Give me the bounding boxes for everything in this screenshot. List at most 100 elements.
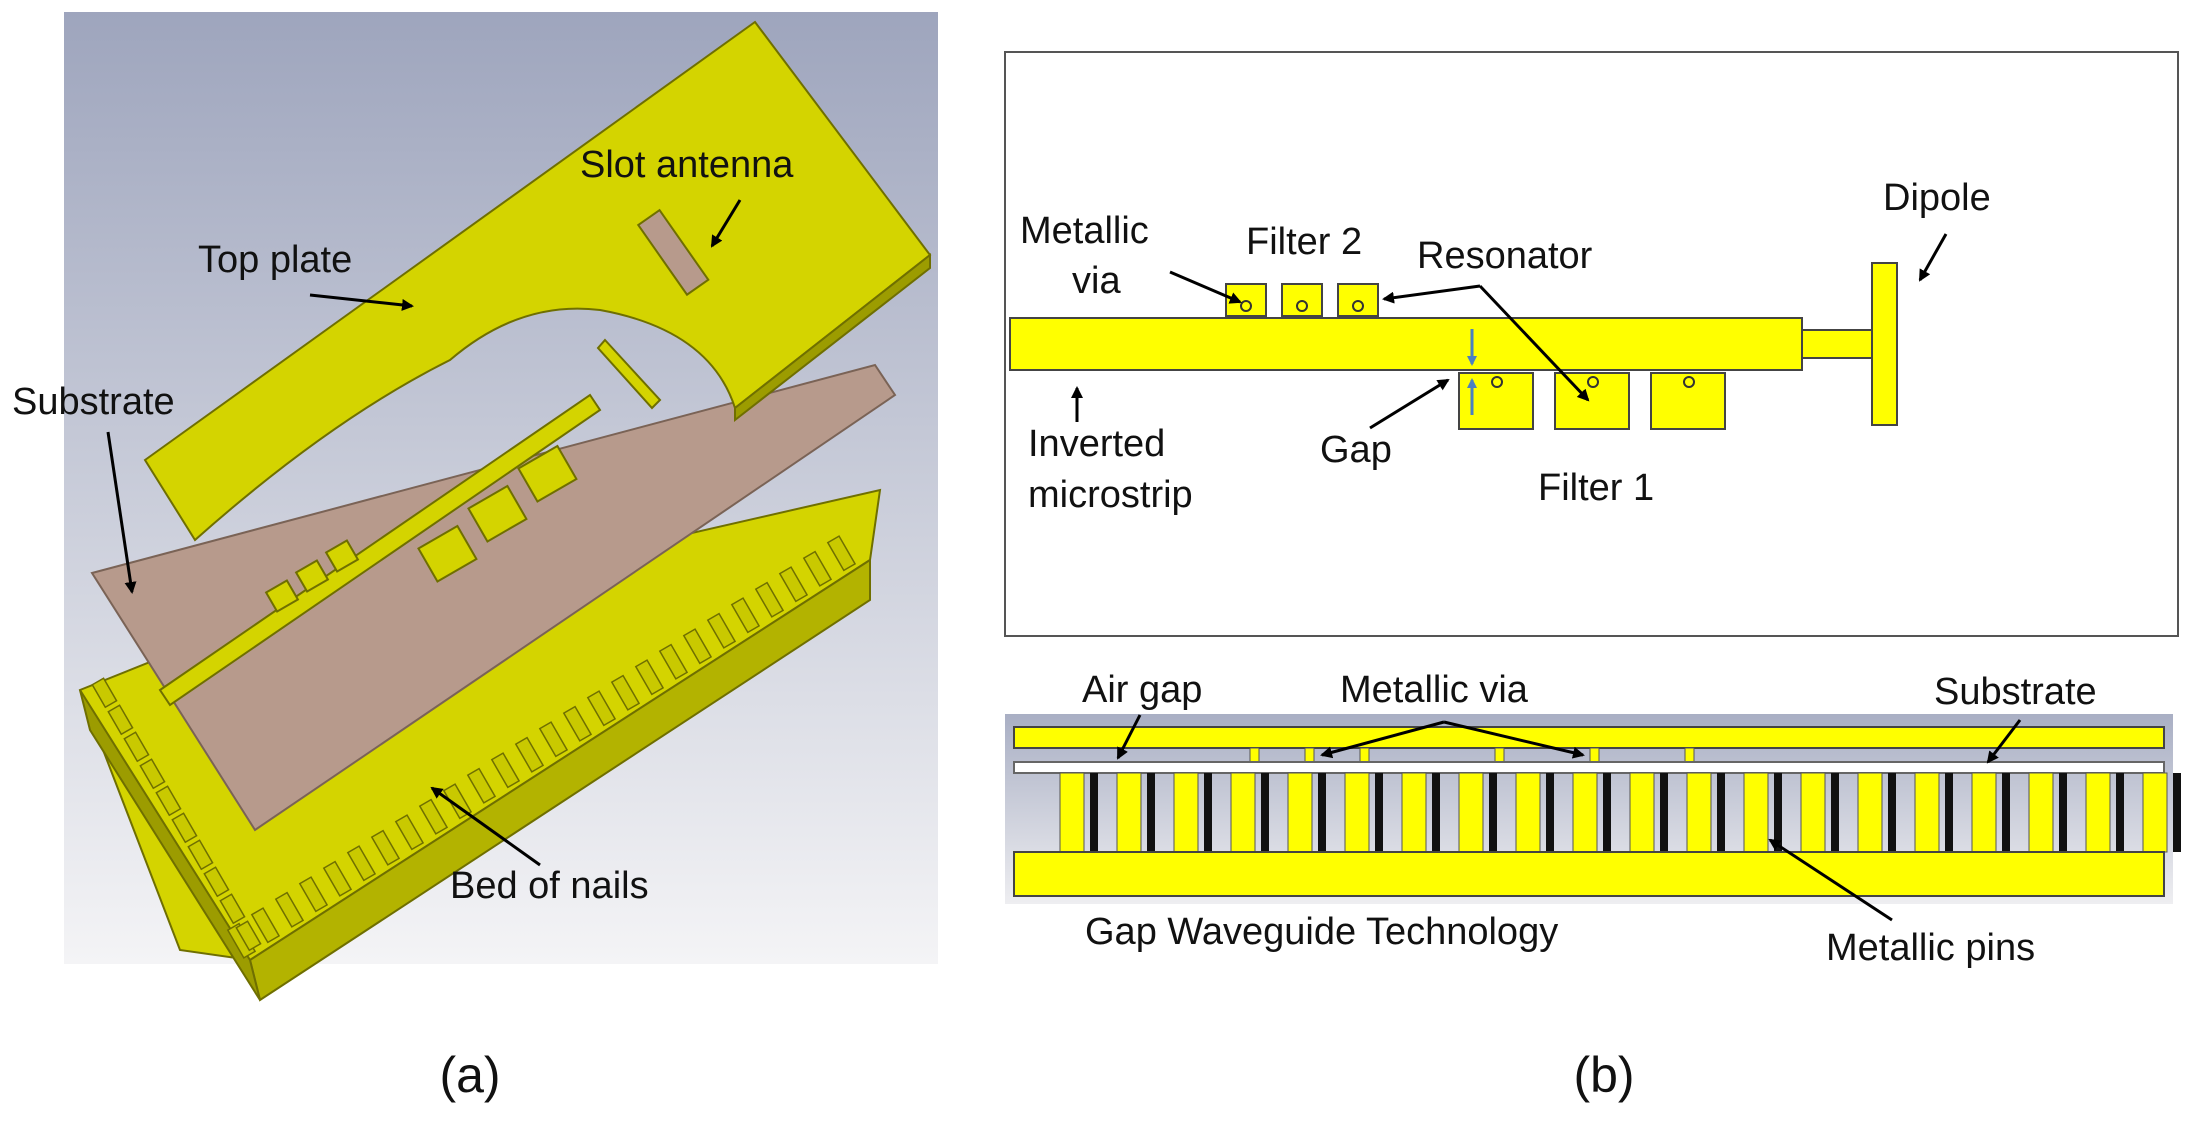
inverted-microstrip-line [1009, 317, 1803, 371]
label-resonator: Resonator [1417, 235, 1593, 277]
label-bed-of-nails: Bed of nails [450, 865, 649, 907]
pin-shadow [1717, 773, 1725, 852]
nail [107, 704, 134, 736]
pin-shadow [1489, 773, 1497, 852]
substrate-layer [90, 363, 897, 832]
nail [658, 643, 689, 680]
metallic-pin [1743, 772, 1769, 853]
pin-shadow [1603, 773, 1611, 852]
arrow-via-side-1 [1320, 720, 1445, 759]
arrow-top-plate [309, 293, 414, 311]
pin-shadow [2173, 773, 2181, 852]
filter-1-resonators [1458, 372, 1726, 430]
metallic-pin [1857, 772, 1883, 853]
side-substrate [1013, 761, 2165, 774]
nail [490, 752, 521, 789]
dipole-element [1871, 262, 1898, 426]
arrow-metallic-pins [1768, 838, 1893, 922]
nail [418, 798, 449, 835]
arrow-resonator-2 [1478, 284, 1590, 402]
metallic-via [1249, 747, 1260, 763]
arrow-via-side-2 [1443, 720, 1585, 759]
metallic-pin [1059, 772, 1085, 853]
nail [562, 705, 593, 742]
nail [187, 839, 214, 871]
metallic-pin [1287, 772, 1313, 853]
slot-antenna-shape [636, 208, 710, 297]
nail [322, 860, 353, 897]
caption-b: (b) [1573, 1047, 1634, 1103]
pin-shadow [1090, 773, 1098, 852]
metallic-via [1304, 747, 1315, 763]
side-top-plate [1013, 726, 2165, 749]
metallic-pin [1572, 772, 1598, 853]
arrow-gap [1369, 378, 1450, 430]
nail [298, 876, 329, 913]
label-metallic-via-line2: via [1072, 260, 1121, 302]
bed-of-nails [78, 488, 882, 1002]
side-metallic-pins [1059, 772, 2181, 853]
filter-2-3d [264, 539, 360, 613]
arrow-bed-of-nails [430, 786, 541, 867]
metallic-pin [1686, 772, 1712, 853]
metallic-pin [1458, 772, 1484, 853]
nail [634, 659, 665, 696]
pin-shadow [1831, 773, 1839, 852]
nail [538, 721, 569, 758]
nail [346, 845, 377, 882]
label-dipole: Dipole [1883, 177, 1991, 219]
metallic-pin [1230, 772, 1256, 853]
metallic-pin [1800, 772, 1826, 853]
filter-1-3d [417, 444, 578, 583]
arrow-air-gap [1116, 714, 1142, 760]
metallic-pin [1629, 772, 1655, 853]
pin-shadow [1261, 773, 1269, 852]
nail [250, 907, 281, 944]
pin-shadow [1204, 773, 1212, 852]
pin-shadow [2002, 773, 2010, 852]
arrow-dipole [1918, 233, 1948, 282]
nail [123, 731, 150, 763]
pin-shadow [1147, 773, 1155, 852]
nail [235, 920, 262, 952]
arrow-substrate-a [106, 431, 137, 594]
pin-shadow [1375, 773, 1383, 852]
side-bottom-plate [1013, 851, 2165, 897]
arrow-slot-antenna [710, 199, 742, 248]
nail [171, 812, 198, 844]
filter-2-resonators [1225, 283, 1379, 317]
nail [139, 758, 166, 790]
nail [826, 535, 857, 572]
panel-b-top-view: Metallic via Filter 2 Resonator Dipole I… [1004, 51, 2179, 637]
metallic-pin [1914, 772, 1940, 853]
label-inverted-line1: Inverted [1028, 423, 1165, 465]
pin-shadow [1945, 773, 1953, 852]
metallic-via [1589, 747, 1600, 763]
nail [155, 785, 182, 817]
metallic-via [1359, 747, 1370, 763]
pin-shadow [1774, 773, 1782, 852]
pin-shadow [2116, 773, 2124, 852]
metallic-pin [1401, 772, 1427, 853]
panel-b-side-view: Air gap Metallic via Substrate Gap Waveg… [1005, 669, 2181, 969]
label-filter-1: Filter 1 [1538, 467, 1654, 509]
label-air-gap: Air gap [1082, 669, 1202, 711]
metallic-nails [91, 535, 857, 959]
pin-shadow [1318, 773, 1326, 852]
nail [586, 690, 617, 727]
metallic-pin [2085, 772, 2111, 853]
label-metallic-via-side: Metallic via [1340, 669, 1529, 711]
label-top-plate: Top plate [198, 239, 352, 281]
arrow-resonator-1 [1382, 284, 1481, 304]
metallic-pin [1173, 772, 1199, 853]
panel-a-3d-view: Slot antenna Top plate Substrate Bed of … [12, 12, 938, 1002]
pin-shadow [1888, 773, 1896, 852]
arrow-metallic-via-top [1169, 270, 1242, 304]
nail [706, 612, 737, 649]
pin-shadow [1660, 773, 1668, 852]
pin-shadow [1432, 773, 1440, 852]
label-inverted-line2: microstrip [1028, 474, 1193, 516]
dipole-3d [596, 338, 662, 410]
nail [370, 829, 401, 866]
